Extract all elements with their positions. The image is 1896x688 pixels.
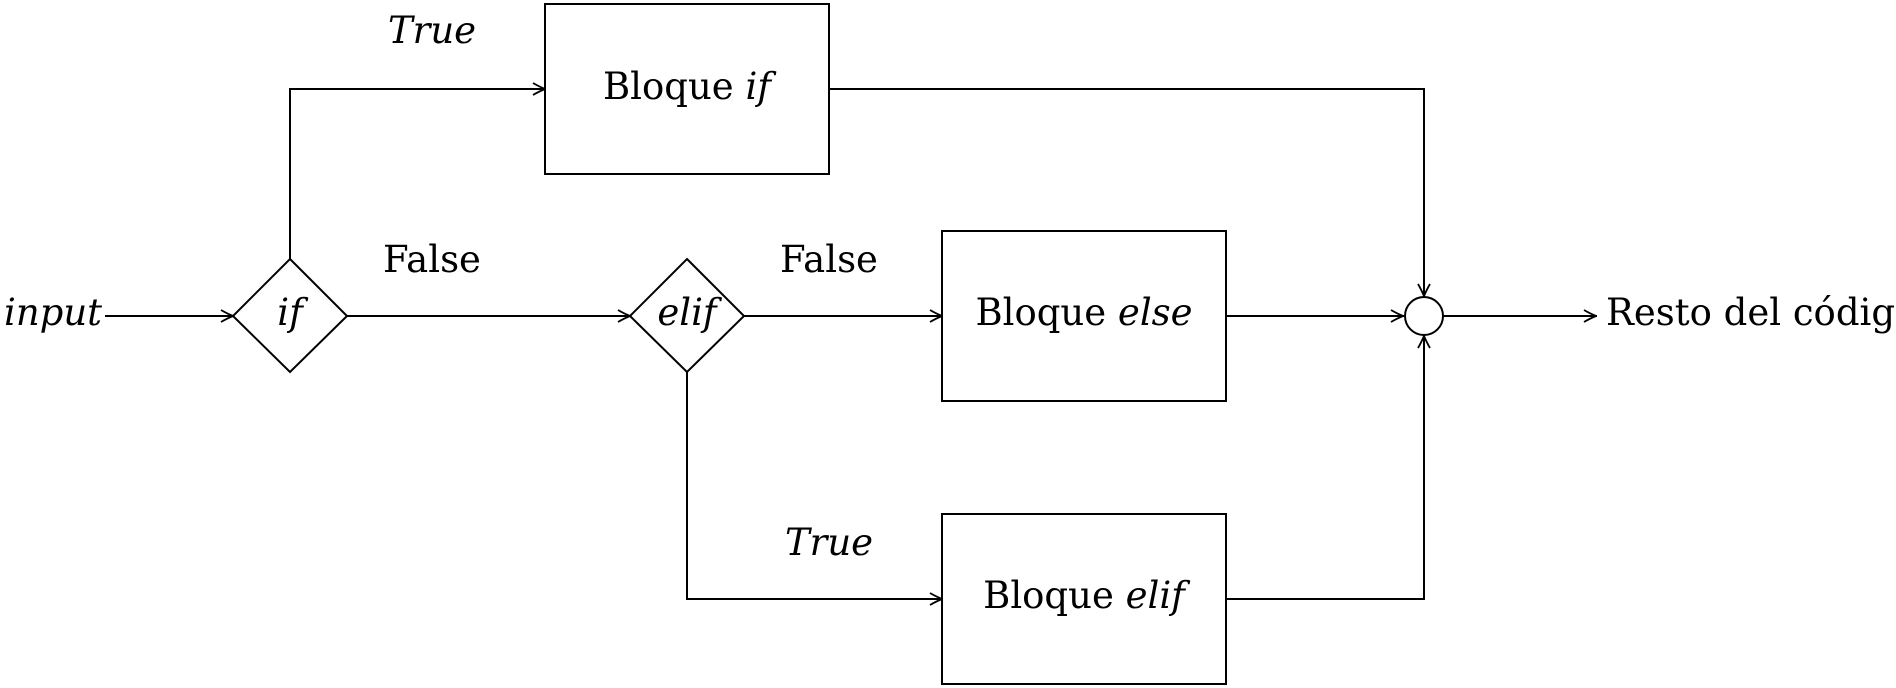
else-block-box	[941, 230, 1227, 402]
elif-false-label: False	[780, 238, 878, 281]
if-block-box	[544, 3, 830, 175]
if-decision-diamond	[231, 257, 349, 374]
else-block-keyword: else	[1118, 291, 1193, 334]
if-true-label: True	[388, 9, 476, 52]
elif-decision-label: elif	[657, 291, 723, 334]
input-label: input	[4, 291, 102, 334]
elif-true-path-arrow	[686, 371, 943, 599]
if-true-path-arrow	[289, 89, 546, 260]
if-false-label: False	[383, 238, 481, 281]
elif-block-label: Bloque elif	[983, 574, 1191, 617]
elif-block-to-join-arrow	[1225, 335, 1424, 600]
if-block-to-join-arrow	[828, 88, 1424, 297]
if-block-prefix: Bloque	[603, 65, 745, 108]
else-block-prefix: Bloque	[975, 291, 1117, 334]
join-circle	[1404, 296, 1444, 336]
if-block-label: Bloque if	[603, 65, 777, 108]
output-label: Resto del código	[1606, 291, 1896, 334]
elif-decision-diamond	[628, 257, 746, 374]
elif-true-label: True	[785, 521, 873, 564]
elif-block-keyword: elif	[1126, 574, 1192, 617]
else-block-label: Bloque else	[975, 291, 1192, 334]
elif-block-box	[941, 513, 1227, 685]
elif-block-prefix: Bloque	[983, 574, 1125, 617]
